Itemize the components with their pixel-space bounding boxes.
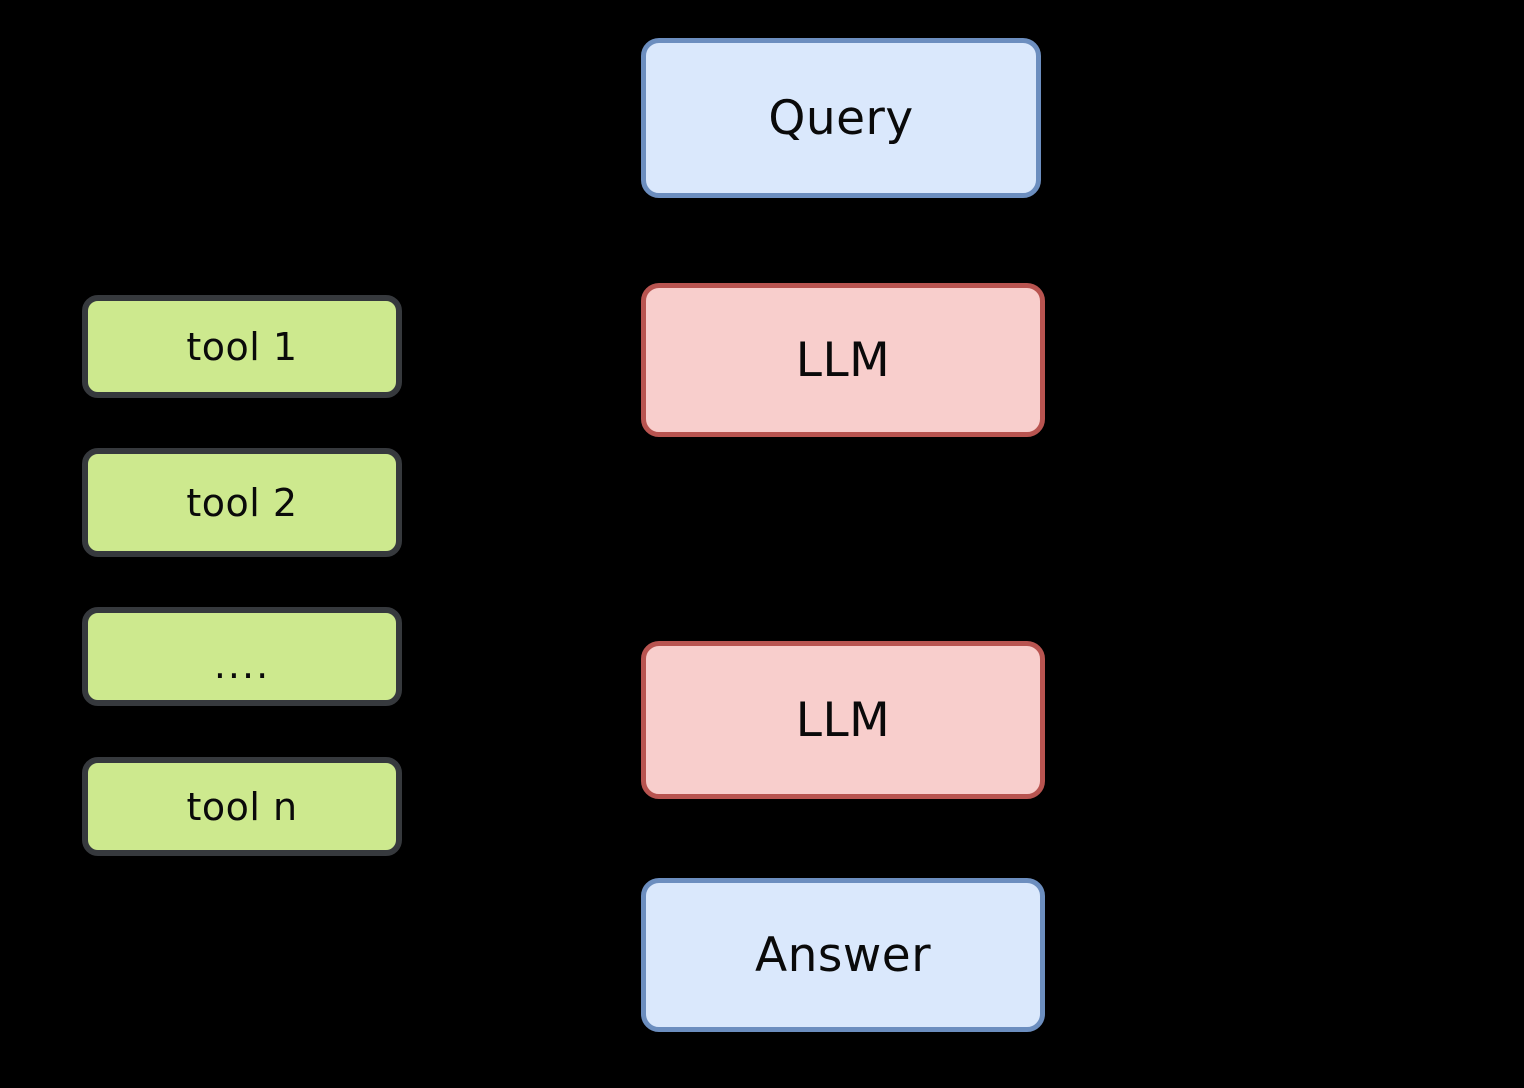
node-tool-n-label: tool n <box>186 784 298 829</box>
node-answer[interactable]: Answer <box>641 878 1045 1032</box>
node-query[interactable]: Query <box>641 38 1041 198</box>
node-llm-second-label: LLM <box>795 692 891 748</box>
node-answer-label: Answer <box>754 927 932 983</box>
node-llm-first-label: LLM <box>795 332 891 388</box>
node-tool-2-label: tool 2 <box>186 480 298 525</box>
node-query-label: Query <box>768 90 914 146</box>
node-tool-1-label: tool 1 <box>186 324 298 369</box>
node-tool-ellipsis-label: .... <box>213 642 271 687</box>
node-llm-first[interactable]: LLM <box>641 283 1045 437</box>
node-tool-1[interactable]: tool 1 <box>82 295 402 398</box>
node-llm-second[interactable]: LLM <box>641 641 1045 799</box>
node-tool-ellipsis[interactable]: .... <box>82 607 402 706</box>
node-tool-n[interactable]: tool n <box>82 757 402 856</box>
node-tool-2[interactable]: tool 2 <box>82 448 402 557</box>
